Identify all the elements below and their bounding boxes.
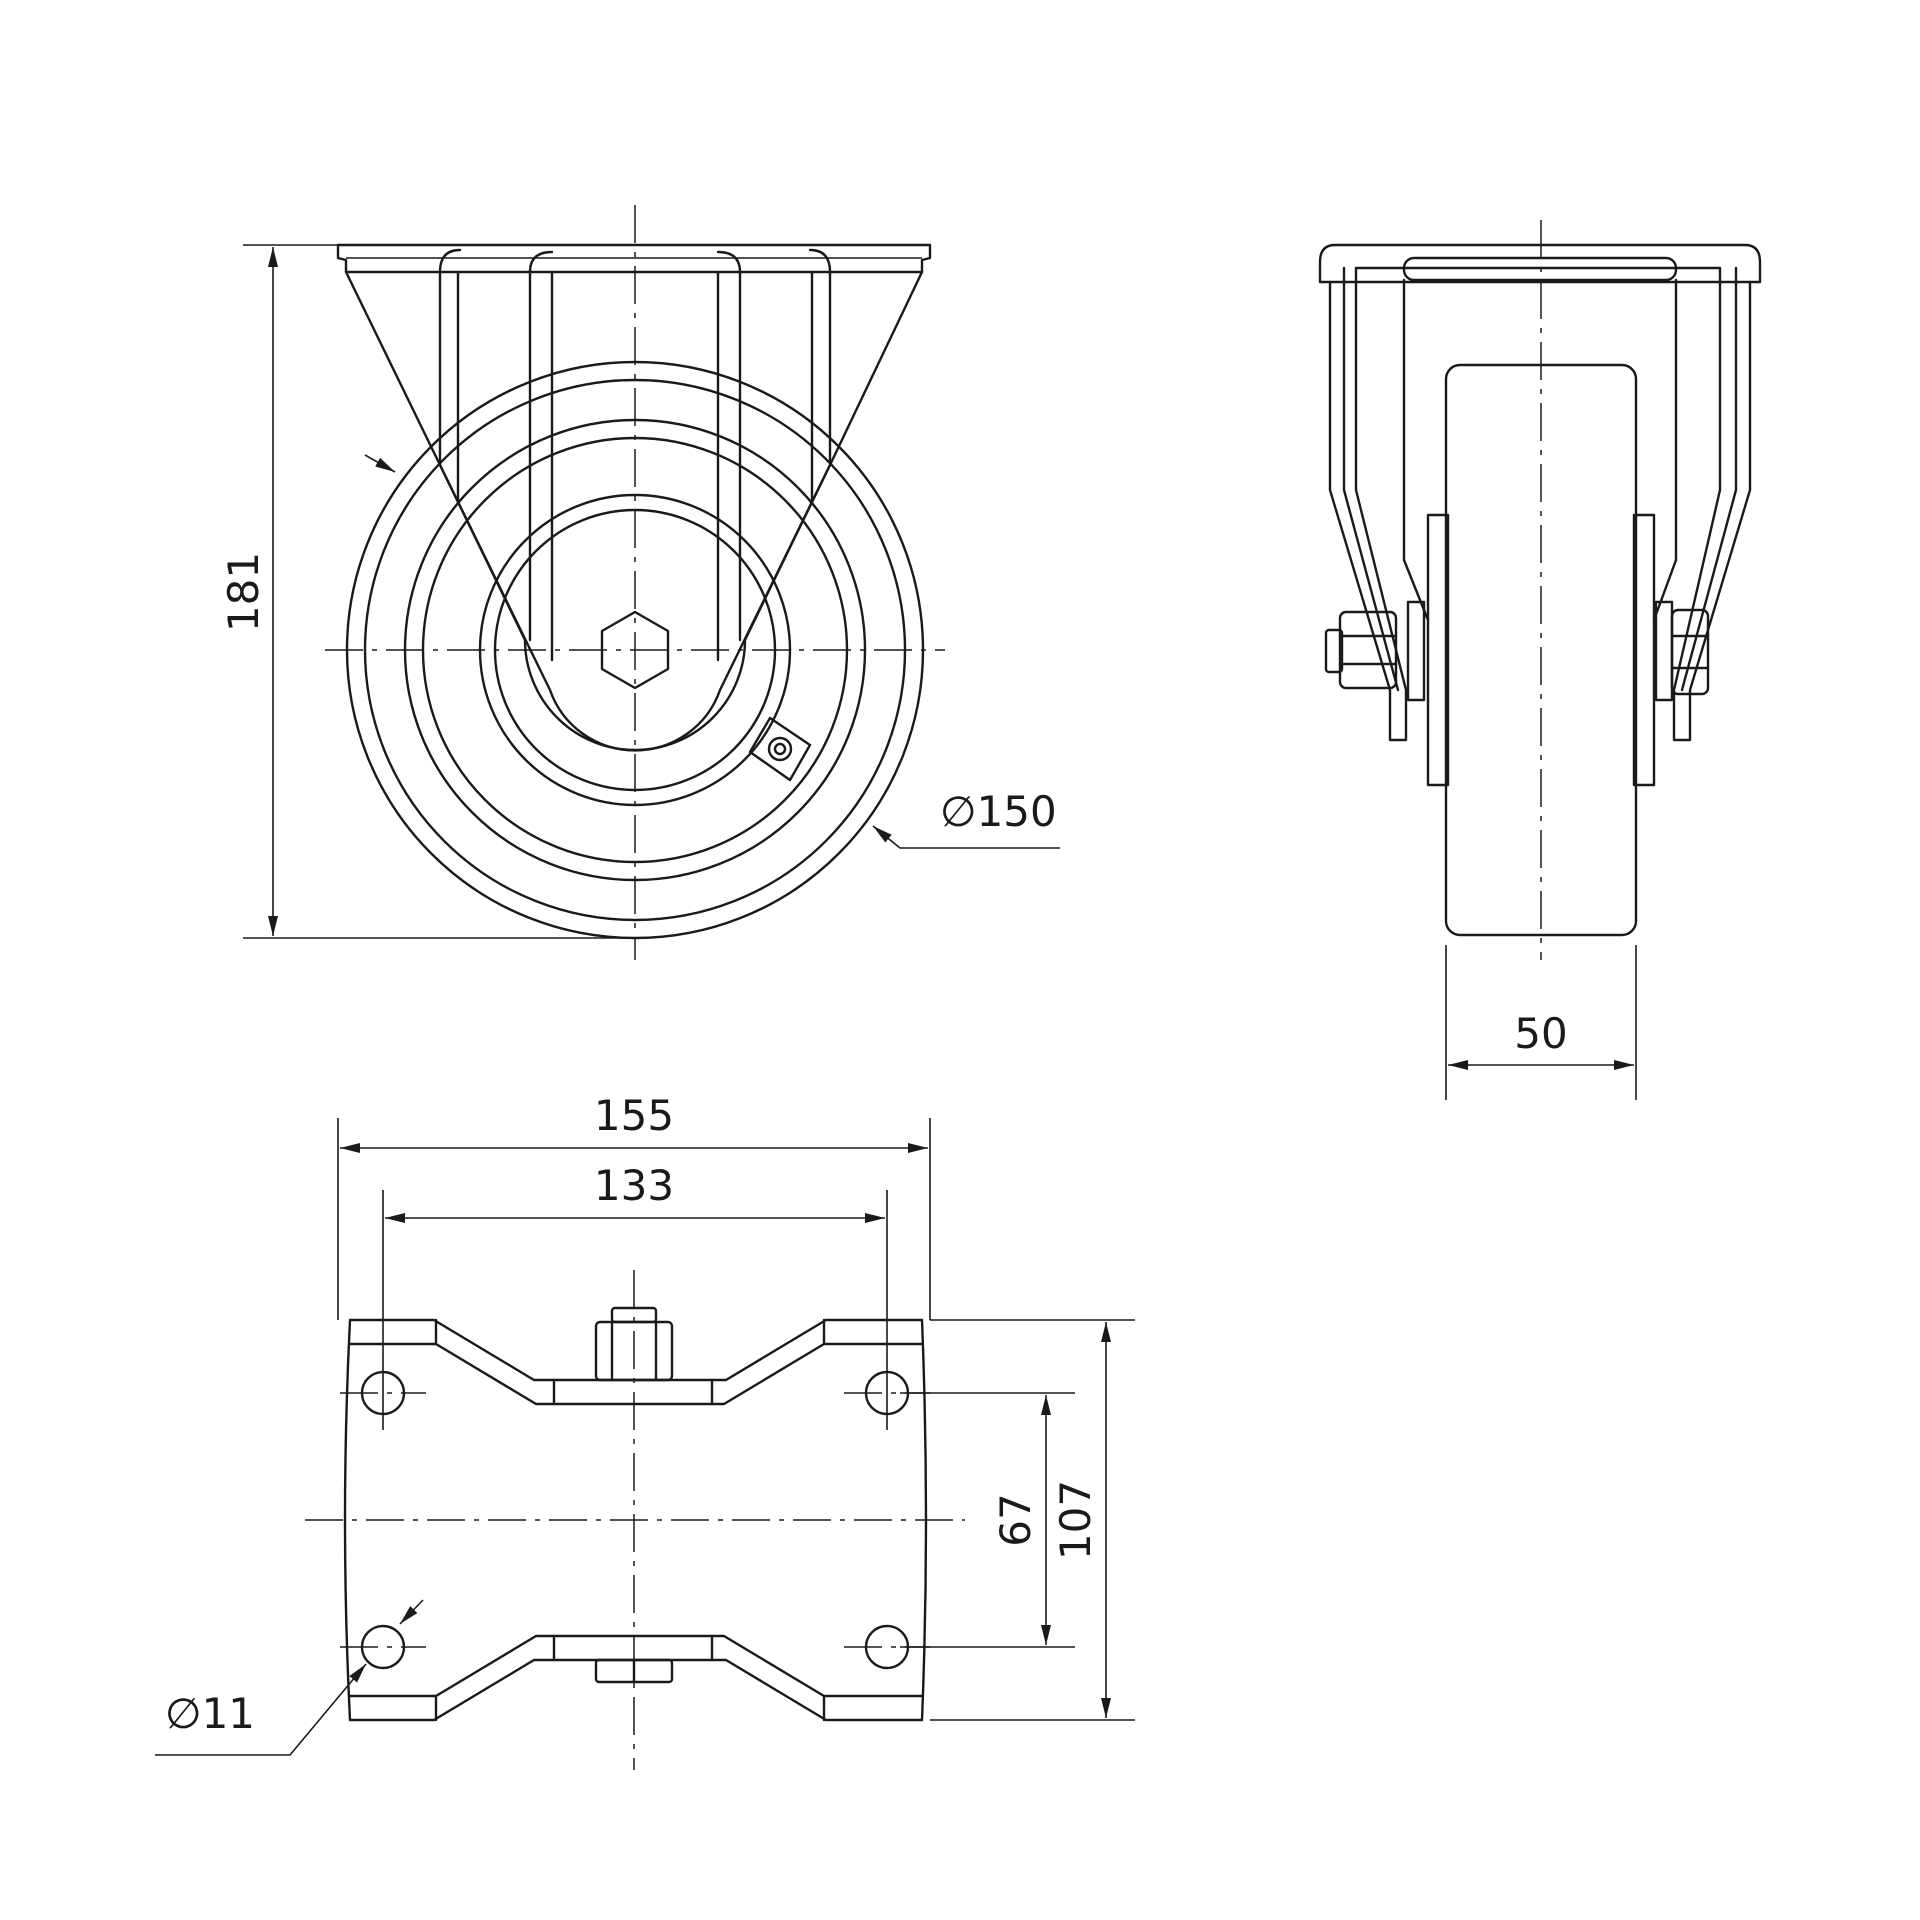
fork-side: [1318, 243, 1762, 742]
axle-nut-front: [600, 610, 670, 690]
dimension-hole-diameter: ∅11: [155, 1599, 424, 1756]
top-plate-front: [336, 243, 932, 274]
side-view: 50: [1318, 220, 1762, 1100]
dimension-plate-length: 155: [337, 1091, 931, 1320]
top-view: 155 133 67 107 ∅11: [155, 1091, 1135, 1770]
dimension-height: 181: [219, 244, 635, 939]
fork-bracket-front: [344, 248, 924, 752]
plate-ribs: [348, 1318, 924, 1722]
dimension-hole-diameter-label: ∅11: [165, 1689, 255, 1738]
grease-nipple-front: [748, 716, 812, 782]
dimension-wheel-width: 50: [1445, 945, 1637, 1100]
dimension-wheel-width-label: 50: [1514, 1009, 1567, 1058]
dimension-plate-width-label: 107: [1051, 1480, 1100, 1560]
front-view: 181 ∅150: [219, 205, 1060, 960]
mounting-plate: [343, 1318, 928, 1722]
dimension-plate-width: 107: [930, 1319, 1135, 1721]
dimension-plate-length-label: 155: [594, 1091, 674, 1140]
dimension-height-label: 181: [219, 552, 268, 632]
dimension-wheel-diameter-label: ∅150: [940, 787, 1057, 836]
dimension-hole-spacing-width-label: 67: [991, 1493, 1040, 1546]
dimension-hole-spacing-length-label: 133: [594, 1161, 674, 1210]
axle-nut-side: [1324, 600, 1710, 702]
dimension-wheel-diameter: ∅150: [364, 454, 1060, 849]
dimension-hole-spacing-width: 67: [900, 1392, 1075, 1648]
dimension-hole-spacing-length: 133: [382, 1161, 888, 1430]
